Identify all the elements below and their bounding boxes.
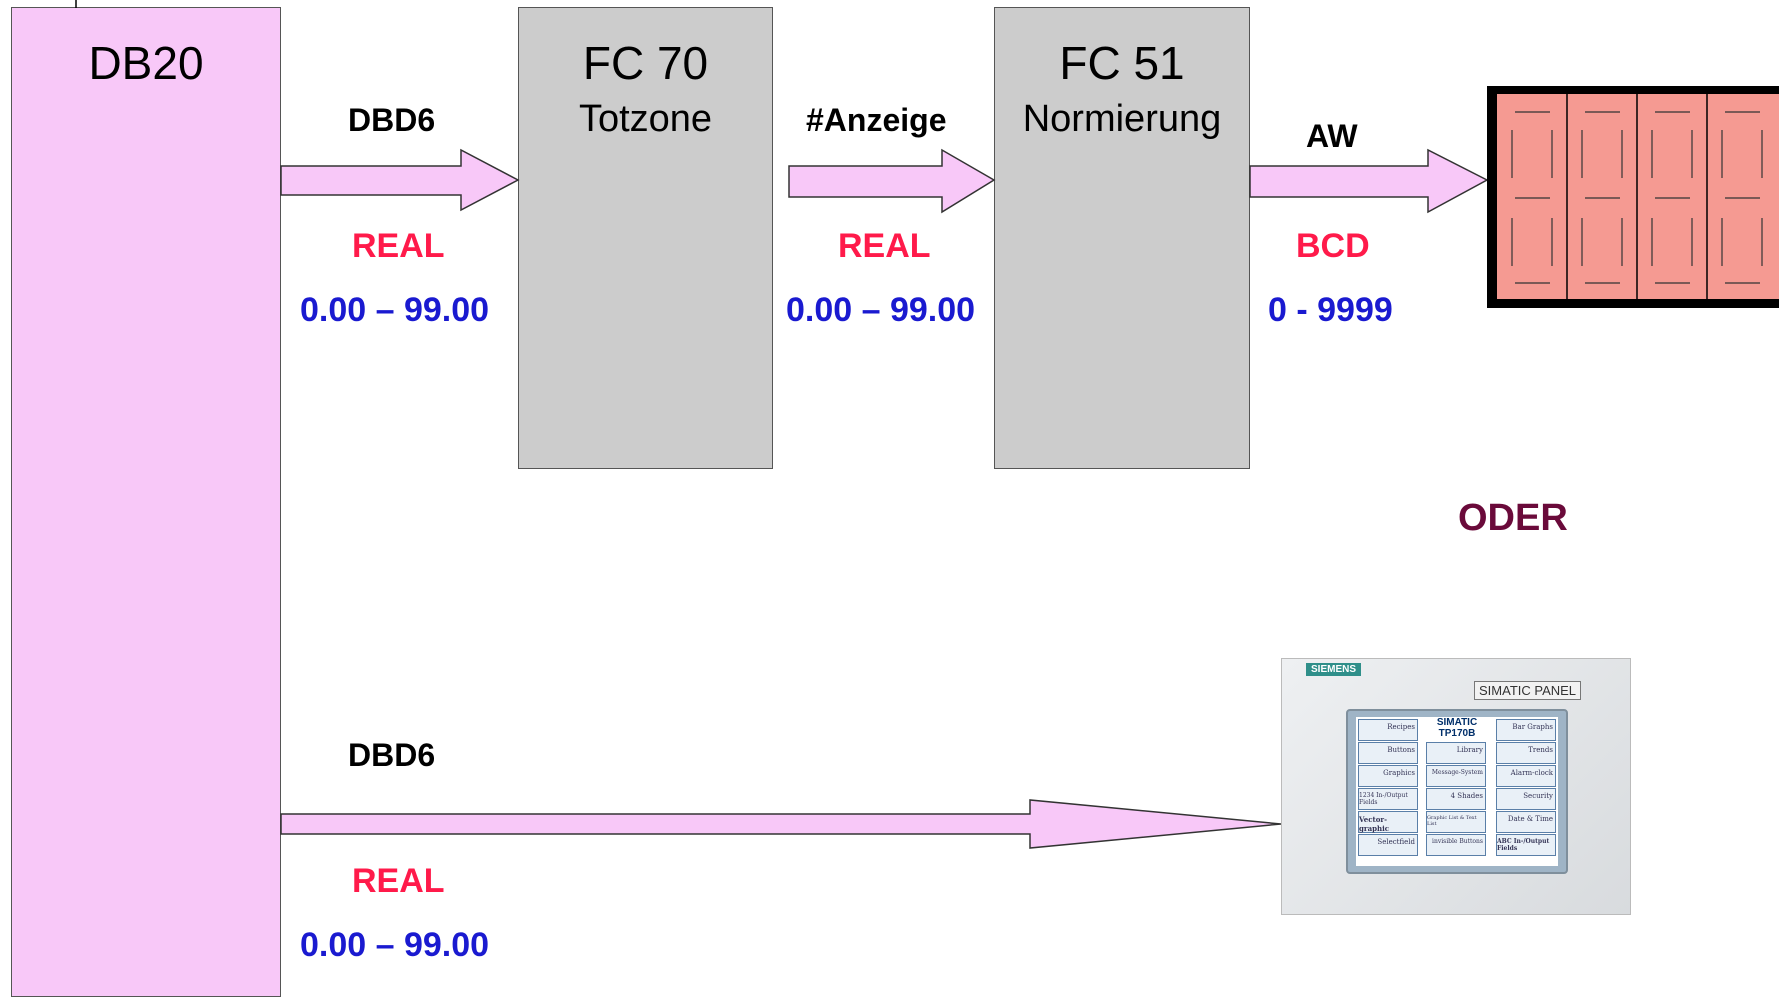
tile-label: Bar Graphs	[1512, 723, 1553, 731]
tile-grid: Recipes Bar Graphs Library Buttons Messa…	[1358, 717, 1556, 866]
panel-screen-bezel: SIMATIC TP170B Recipes Bar Graphs Librar…	[1346, 709, 1568, 874]
tile: Selectfield	[1358, 834, 1418, 856]
tile-label: Graphics	[1383, 769, 1415, 777]
tile-label: Date & Time	[1507, 815, 1553, 823]
tile: Date & Time	[1496, 811, 1556, 833]
arrow-fc70-to-fc51	[788, 148, 996, 214]
db20-title: DB20	[88, 37, 204, 89]
fc70-subtitle: Totzone	[578, 98, 713, 140]
arrow-db20-to-fc70	[280, 148, 520, 212]
tile: invisible Buttons	[1426, 834, 1486, 856]
flow4-signal-label: DBD6	[348, 737, 436, 773]
tile-label: 4 Shades	[1450, 792, 1483, 800]
db20-block: DB20	[11, 7, 281, 997]
screen-title-1: SIMATIC	[1436, 717, 1478, 728]
tile-label: ABC In-/Output Fields	[1497, 838, 1550, 852]
tile: 4 Shades	[1426, 788, 1486, 810]
flow2-signal-label: #Anzeige	[806, 102, 947, 138]
seven-segment-display	[1487, 86, 1779, 308]
tile-label: 1234 In-/Output Fields	[1359, 792, 1408, 806]
tile-label: Alarm-clock	[1510, 769, 1553, 777]
flow3-type-label: BCD	[1296, 227, 1370, 265]
tile-label: Selectfield	[1377, 838, 1415, 846]
tile: 1234 In-/Output Fields	[1358, 788, 1418, 810]
tile: Alarm-clock	[1496, 765, 1556, 787]
panel-model-label: SIMATIC PANEL	[1474, 681, 1582, 700]
flow1-type-label: REAL	[352, 227, 445, 265]
arrow-db20-to-panel	[280, 799, 1282, 849]
tile: Security	[1496, 788, 1556, 810]
flow4-type-label: REAL	[352, 862, 445, 900]
tile-label: Graphic List & Text List	[1427, 815, 1477, 827]
tile-label: Buttons	[1387, 746, 1415, 754]
tile: Vector-graphic	[1358, 811, 1418, 833]
tile: Graphics	[1358, 765, 1418, 787]
flow3-range-label: 0 - 9999	[1268, 291, 1393, 329]
tile: Trends	[1496, 742, 1556, 764]
tile-label: Message-System	[1431, 769, 1483, 776]
tile-label: invisible Buttons	[1432, 838, 1483, 845]
tile: ABC In-/Output Fields	[1496, 834, 1556, 856]
screen-title-2: TP170B	[1438, 728, 1476, 739]
tile-label: Recipes	[1387, 723, 1415, 731]
flow1-signal-label: DBD6	[348, 102, 436, 138]
fc51-block: FC 51 Normierung	[994, 7, 1250, 469]
tile-label: Trends	[1528, 746, 1553, 754]
flow4-range-label: 0.00 – 99.00	[300, 926, 490, 964]
arrow-fc51-to-display	[1249, 148, 1489, 214]
fc70-title: FC 70	[582, 37, 709, 89]
fc70-block: FC 70 Totzone	[518, 7, 773, 469]
fc51-title: FC 51	[1059, 37, 1185, 89]
flow2-type-label: REAL	[838, 227, 931, 265]
tile: Message-System	[1426, 765, 1486, 787]
fc51-subtitle: Normierung	[1022, 98, 1222, 140]
tile: Bar Graphs	[1496, 719, 1556, 741]
simatic-panel: SIEMENS SIMATIC PANEL SIMATIC TP170B Rec…	[1281, 658, 1631, 915]
tile-label: Vector-graphic	[1359, 815, 1390, 833]
flow3-signal-label: AW	[1306, 118, 1358, 154]
siemens-logo: SIEMENS	[1306, 663, 1362, 676]
tile: Recipes	[1358, 719, 1418, 741]
panel-screen: SIMATIC TP170B Recipes Bar Graphs Librar…	[1356, 717, 1558, 866]
tile-label: Library	[1456, 746, 1483, 754]
tile-label: Security	[1523, 792, 1553, 800]
flow1-range-label: 0.00 – 99.00	[300, 291, 490, 329]
tile: Graphic List & Text List	[1426, 811, 1486, 833]
tile: Buttons	[1358, 742, 1418, 764]
tile: Library	[1426, 742, 1486, 764]
oder-label: ODER	[1458, 497, 1568, 539]
flow2-range-label: 0.00 – 99.00	[786, 291, 976, 329]
